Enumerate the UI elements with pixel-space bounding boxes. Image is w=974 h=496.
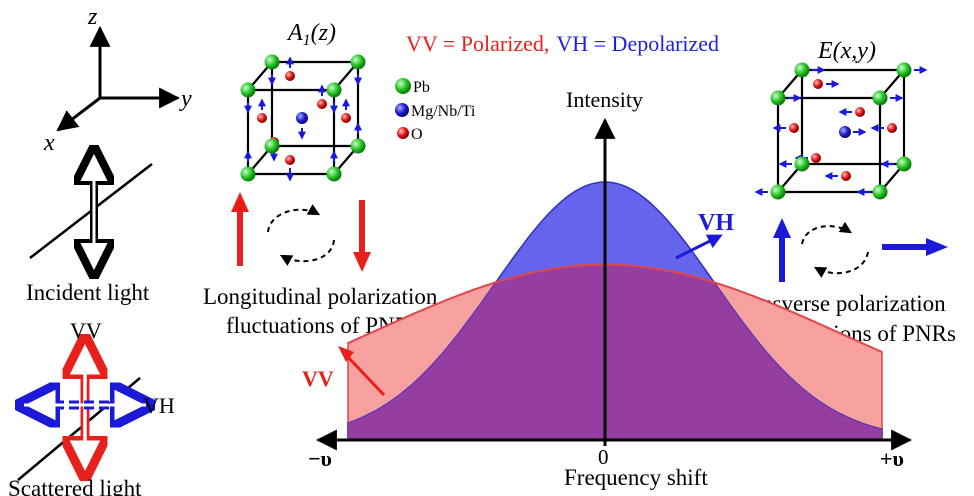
intensity-label: Intensity — [566, 87, 643, 112]
polarization-title: VV = Polarized, VH = Depolarized — [406, 31, 719, 56]
mode-e-label: E(x,y) — [817, 38, 876, 64]
vv-curve-outline — [347, 263, 883, 353]
spectrum-plot — [315, 117, 913, 451]
longitudinal-caption-line1: Longitudinal polarization — [203, 284, 438, 309]
vv-small-label: VV — [70, 318, 102, 343]
scattered-light-icon — [18, 343, 146, 480]
incident-light-icon — [29, 153, 153, 271]
title-vv-part: VV = Polarized, — [406, 31, 549, 56]
vh-curve-tag: VH — [698, 210, 734, 236]
neg-nu-tick-label: −υ — [308, 446, 332, 471]
a1-unit-cell — [240, 54, 366, 182]
vh-pointer-arrow — [675, 234, 723, 260]
axis-y-label: y — [179, 86, 192, 112]
legend-pb-label: Pb — [413, 79, 430, 96]
vv-vh-overlap — [348, 264, 882, 440]
pos-nu-tick-label: +υ — [880, 446, 904, 471]
mode-a1-label: A1(z) — [286, 20, 336, 49]
longitudinal-fluctuation-icon — [231, 192, 371, 272]
legend-pb-swatch — [395, 78, 411, 94]
legend-o-label: O — [411, 126, 423, 143]
atom-legend: Pb Mg/Nb/Ti O — [395, 78, 476, 143]
zero-tick-label: 0 — [598, 445, 609, 469]
legend-o-swatch — [397, 127, 409, 139]
axis-z-label: z — [87, 4, 98, 30]
vv-curve-tag: VV — [302, 366, 334, 391]
transverse-fluctuation-icon — [773, 218, 948, 282]
scattered-light-caption: Scattered light — [8, 476, 142, 496]
legend-mg-nb-ti-swatch — [395, 103, 409, 117]
e-unit-cell — [754, 62, 928, 200]
title-vh-part: VH = Depolarized — [556, 31, 719, 56]
legend-mg-nb-ti-label: Mg/Nb/Ti — [411, 103, 476, 120]
vh-small-label: VH — [143, 393, 175, 418]
frequency-shift-label: Frequency shift — [564, 465, 708, 490]
coordinate-axes-3d: z y x — [43, 4, 192, 156]
incident-light-caption: Incident light — [26, 280, 150, 305]
vv-pointer-arrow — [344, 353, 386, 397]
axis-x-label: x — [43, 130, 55, 156]
